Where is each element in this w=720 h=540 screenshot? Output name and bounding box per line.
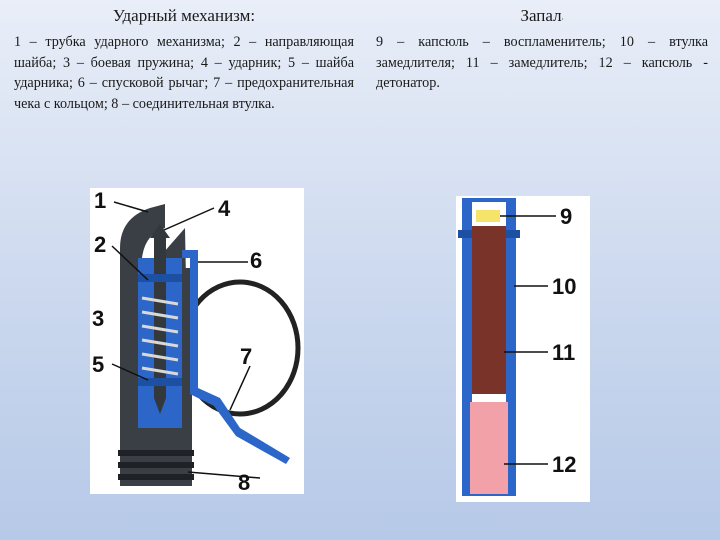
label-6: 6	[250, 248, 262, 273]
right-text-block: Запал. 9 – капсюль – воспламенитель; 10 …	[376, 6, 708, 94]
connecting-sleeve-thread	[118, 450, 194, 480]
fuse-diagram: 9 10 11 12	[456, 196, 590, 502]
label-1: 1	[94, 188, 106, 213]
label-7: 7	[240, 344, 252, 369]
fuse-description: 9 – капсюль – воспламенитель; 10 – втулк…	[376, 34, 708, 91]
igniter-capsule	[476, 210, 500, 222]
delay-compound	[472, 226, 506, 394]
label-11: 11	[552, 340, 575, 365]
fuse-title: Запал	[520, 6, 562, 25]
striker-mechanism-description: 1 – трубка ударного механизма; 2 – напра…	[14, 34, 354, 112]
label-2: 2	[94, 232, 106, 257]
label-5: 5	[92, 352, 104, 377]
detonator-capsule	[470, 402, 508, 494]
label-12: 12	[552, 452, 576, 477]
label-10: 10	[552, 274, 576, 299]
trigger-lever	[182, 250, 290, 464]
striker-mechanism-title: Ударный механизм:	[112, 6, 256, 25]
striker-washer	[138, 378, 182, 386]
label-8: 8	[238, 470, 250, 494]
fuse-title-dot: .	[561, 12, 564, 22]
label-9: 9	[560, 204, 572, 229]
fuse-title-wrap: Запал.	[376, 6, 708, 26]
label-4: 4	[218, 196, 231, 221]
left-text-block: Ударный механизм: 1 – трубка ударного ме…	[14, 6, 354, 114]
main-spring	[141, 296, 179, 376]
label-3: 3	[92, 306, 104, 331]
striker-mechanism-diagram: 1 2 3 4 5 6 7 8	[90, 188, 304, 494]
guide-washer	[138, 274, 182, 282]
